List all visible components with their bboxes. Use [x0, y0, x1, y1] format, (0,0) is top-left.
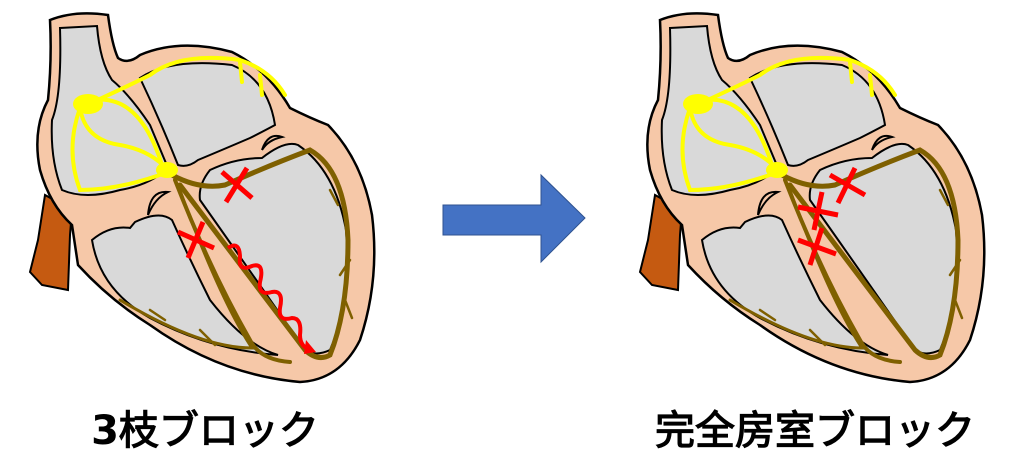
- heart-illustration: [30, 13, 374, 382]
- right-panel-label: 完全房室ブロック: [655, 408, 975, 454]
- wave-arrowhead: [304, 340, 316, 354]
- block-x-mark: [797, 227, 837, 266]
- block-x-mark: [797, 191, 839, 231]
- delayed-conduction-wave: [226, 243, 313, 352]
- transition-arrow: [442, 173, 586, 264]
- block-marks: [176, 166, 254, 259]
- block-marks: [797, 166, 867, 266]
- block-x-mark: [176, 221, 216, 259]
- left-heart-diagram: [30, 13, 374, 382]
- right-heart-diagram: [640, 13, 984, 382]
- heart-illustration: [640, 13, 984, 382]
- block-x-mark: [828, 166, 867, 205]
- block-x-mark: [220, 166, 254, 204]
- left-panel-label: 3枝ブロック: [91, 408, 319, 454]
